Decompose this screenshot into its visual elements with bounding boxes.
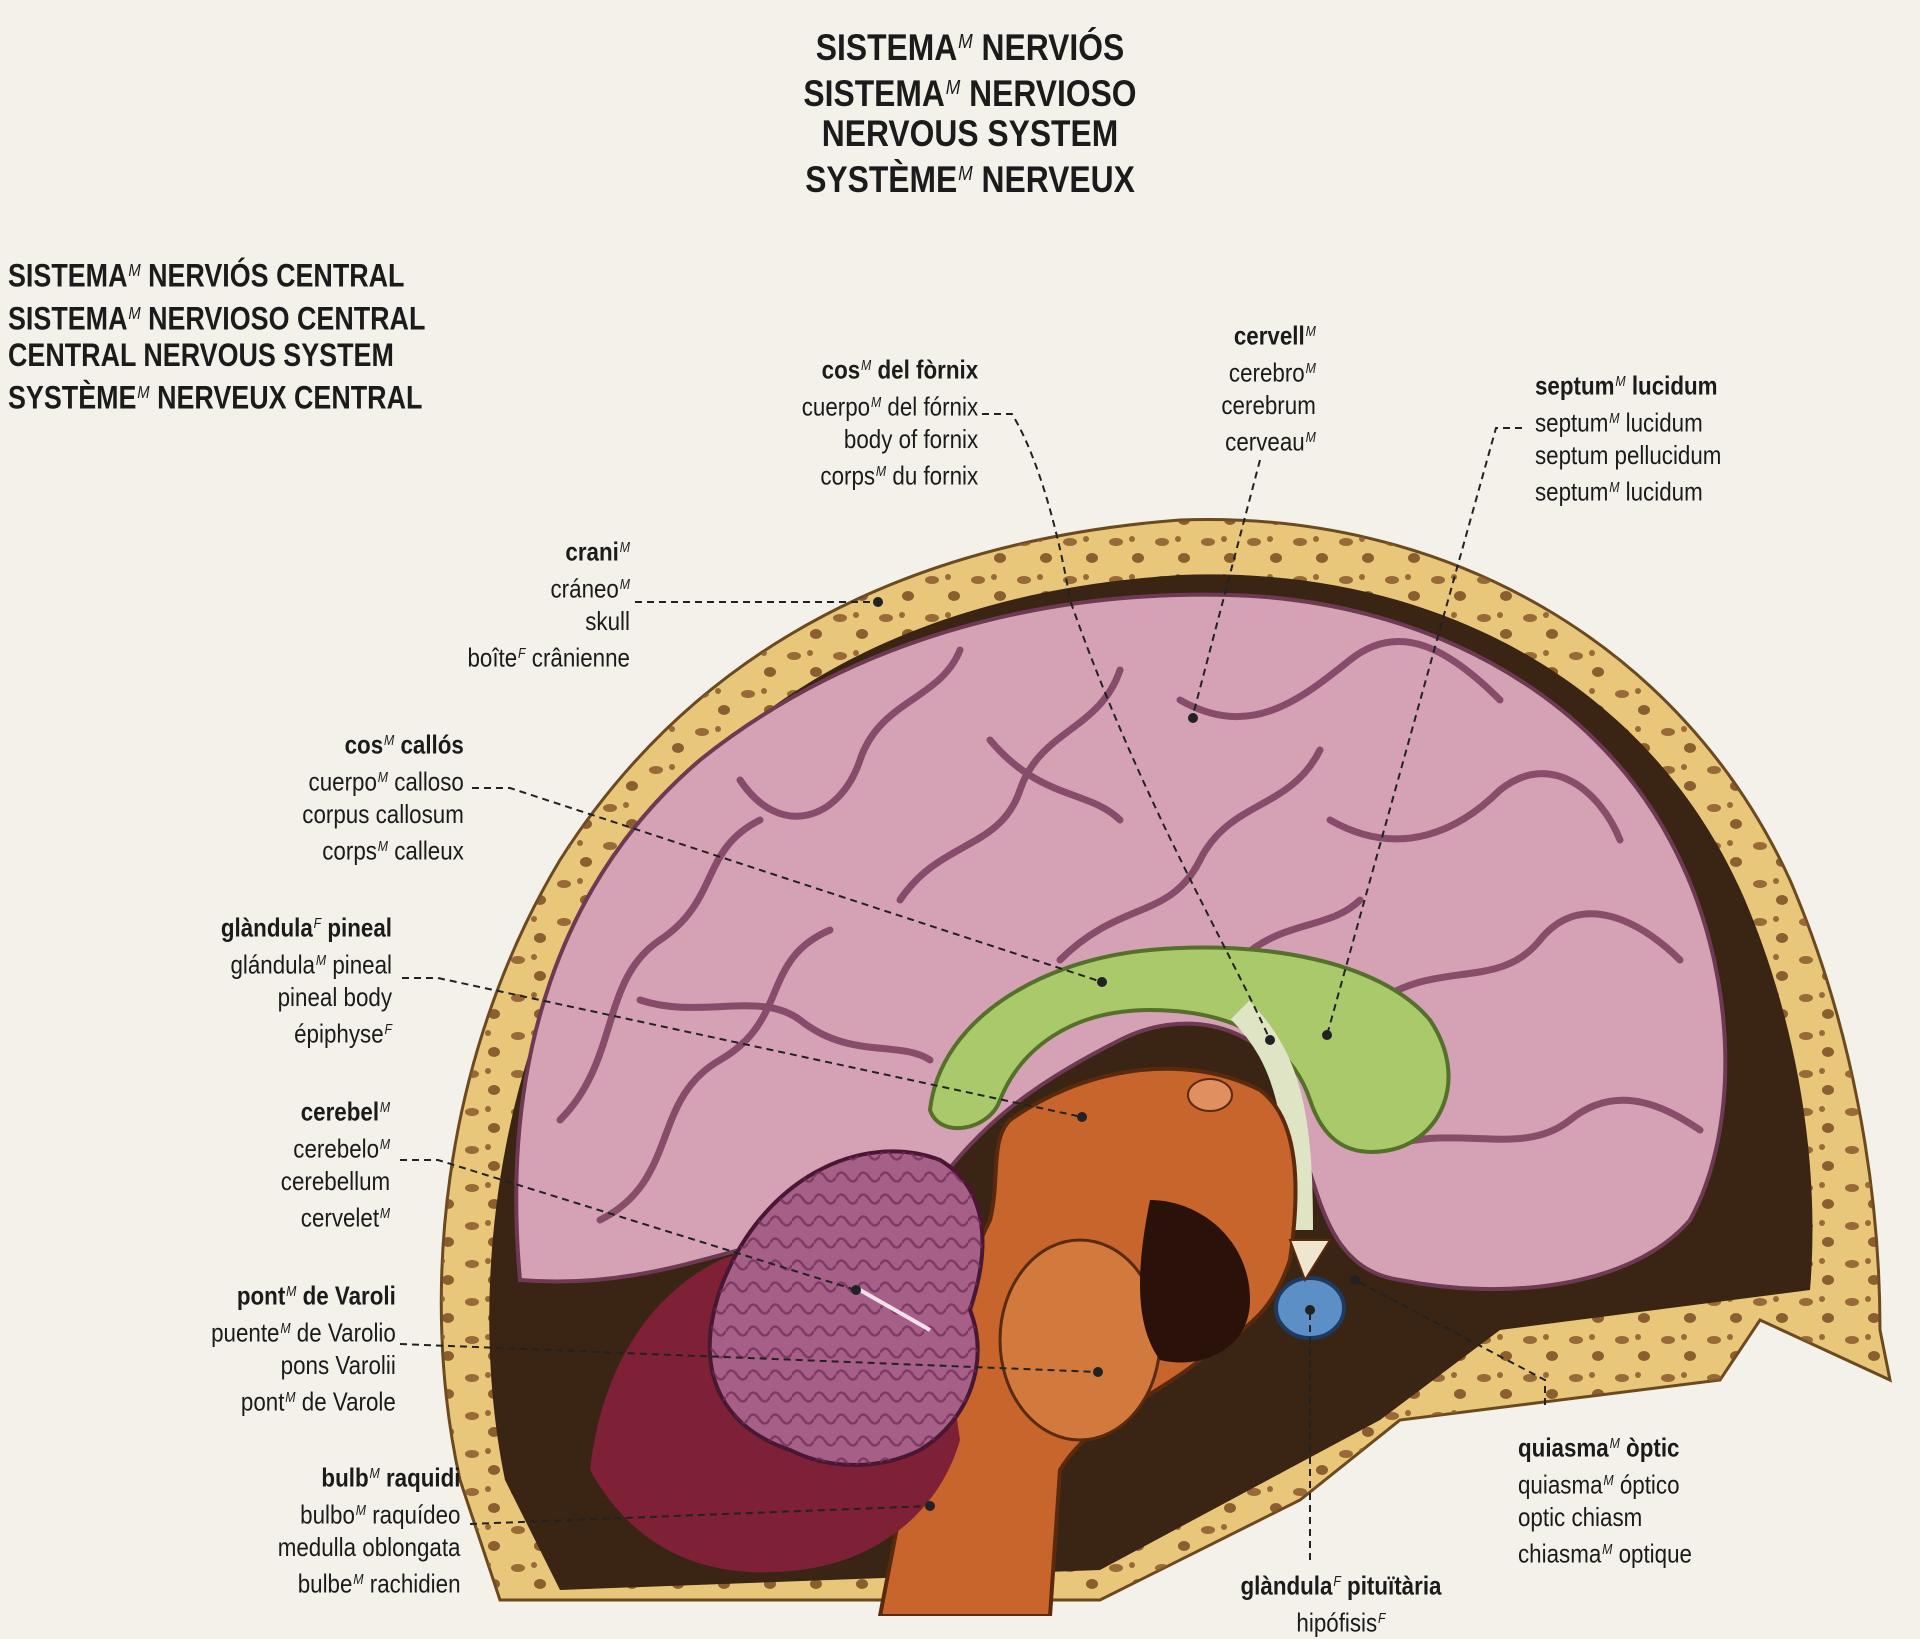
label-line: cervellM <box>1234 320 1316 351</box>
label-line: SISTEMAM NERVIOSO <box>803 73 1137 115</box>
label-line: chiasmaM optique <box>1518 1538 1692 1569</box>
label-line: CENTRAL NERVOUS SYSTEM <box>8 337 394 374</box>
label-line: cerveauM <box>1225 426 1316 457</box>
label-line: puenteM de Varolio <box>211 1317 396 1348</box>
leader-fornix <box>982 413 1271 1041</box>
label-line: pontM de Varoli <box>237 1280 396 1311</box>
label-line: cerebeloM <box>293 1133 390 1164</box>
label-line: cosM del fòrnix <box>821 354 978 385</box>
leader-cerebrum <box>1192 459 1261 716</box>
label-line: bulbM raquidi <box>320 1462 460 1493</box>
label-line: bulboM raquídeo <box>299 1499 460 1530</box>
leader-cerebellum <box>400 1159 857 1291</box>
label-line: cerebelM <box>300 1096 390 1127</box>
label-line: septumM lucidum <box>1535 407 1703 438</box>
label-line: pineal body <box>277 982 392 1013</box>
label-line: cerebrum <box>1221 390 1316 421</box>
label-line: bulbeM rachidien <box>297 1568 460 1599</box>
label-line: cuerpoM del fórnix <box>801 391 978 422</box>
leader-pons <box>399 1343 1099 1373</box>
label-line: hipófisisF <box>1296 1607 1386 1638</box>
label-line: optic chiasm <box>1518 1502 1643 1533</box>
label-line: cerveletM <box>300 1202 390 1233</box>
label-line: septum pellucidum <box>1535 440 1722 471</box>
label-line: épiphyseF <box>294 1018 392 1049</box>
label-line: cosM callós <box>344 729 464 760</box>
label-line: skull <box>585 606 630 637</box>
label-line: NERVOUS SYSTEM <box>821 113 1119 155</box>
leader-callosum <box>472 787 1103 983</box>
label-line: SYSTÈMEM NERVEUX <box>805 159 1135 201</box>
label-line: corpus callosum <box>302 799 464 830</box>
label-line: quiasmaM óptico <box>1518 1469 1680 1500</box>
label-line: cerebroM <box>1229 357 1316 388</box>
leader-septum <box>1326 427 1522 1036</box>
label-line: SISTEMAM NERVIÓS <box>815 27 1125 69</box>
label-pituitary: glàndulaF pituïtària hipófisisF <box>1216 1566 1465 1639</box>
section-title: SISTEMAM NERVIÓS CENTRAL SISTEMAM NERVIOS… <box>8 252 425 417</box>
leader-lines <box>399 413 1546 1560</box>
label-line: pons Varolii <box>280 1350 396 1381</box>
label-line: pontM de Varole <box>241 1386 396 1417</box>
label-line: glàndulaF pituïtària <box>1240 1570 1442 1601</box>
label-line: glándulaM pineal <box>230 949 392 980</box>
label-line: cuerpoM calloso <box>308 766 464 797</box>
label-line: boîteF crânienne <box>467 642 630 673</box>
label-line: craniM <box>565 536 630 567</box>
leader-chiasm <box>1354 1279 1546 1405</box>
brainstem-shape <box>877 1066 1298 1616</box>
label-line: SISTEMAM NERVIOSO CENTRAL <box>8 300 426 337</box>
label-line: corpsM calleux <box>322 835 464 866</box>
label-line: septumM lucidum <box>1535 370 1718 401</box>
label-line: glàndulaF pineal <box>220 912 392 943</box>
corpus-callosum-shape <box>927 945 1451 1231</box>
label-line: septumM lucidum <box>1535 476 1703 507</box>
label-line: cerebellum <box>280 1166 390 1197</box>
label-line: SYSTÈMEM NERVEUX CENTRAL <box>8 379 423 416</box>
label-line: medulla oblongata <box>277 1532 460 1563</box>
leader-pineal <box>402 977 1083 1118</box>
label-line: body of fornix <box>843 424 978 455</box>
leader-medulla <box>469 1505 931 1525</box>
cerebellum-shape <box>590 1149 985 1573</box>
label-line: SISTEMAM NERVIÓS CENTRAL <box>8 257 405 294</box>
label-line: quiasmaM òptic <box>1518 1432 1680 1463</box>
label-line: corpsM du fornix <box>820 460 978 491</box>
label-line: cráneoM <box>550 573 630 604</box>
